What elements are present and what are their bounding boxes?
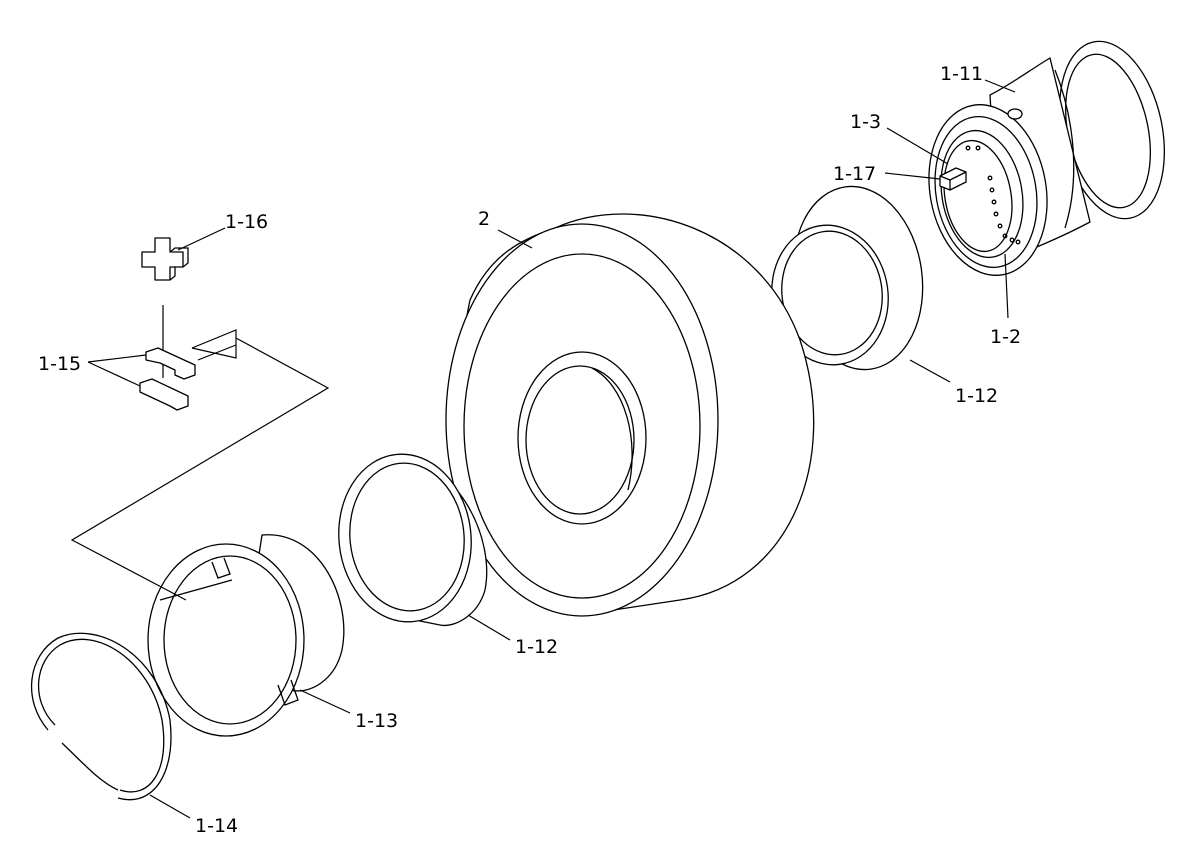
part-bead-seat-band-right (771, 185, 924, 371)
callout-2: 2 (478, 208, 490, 230)
callout-1-17: 1-17 (833, 163, 876, 185)
callout-1-13: 1-13 (355, 710, 398, 732)
callout-1-14: 1-14 (195, 815, 238, 837)
callout-1-12-left: 1-12 (515, 636, 558, 658)
part-bead-seat-band-left (338, 453, 488, 627)
callout-1-16: 1-16 (225, 211, 268, 233)
callout-1-15: 1-15 (38, 353, 81, 375)
callout-1-3: 1-3 (850, 111, 881, 133)
assembly-guide-tick (197, 344, 237, 361)
assembly-guide-box (191, 329, 237, 359)
callout-1-12-right: 1-12 (955, 385, 998, 407)
callout-1-2: 1-2 (990, 326, 1021, 348)
part-lock-key-1-15 (139, 347, 196, 411)
leader-lines (87, 79, 1016, 819)
part-wheel-rim (928, 40, 1166, 276)
part-lock-ring (30, 632, 172, 801)
assembly-guide-line (70, 337, 330, 601)
callout-1-11: 1-11 (940, 63, 983, 85)
part-side-ring (147, 534, 345, 737)
part-lock-key-1-16 (141, 237, 189, 281)
part-tire (445, 213, 815, 617)
